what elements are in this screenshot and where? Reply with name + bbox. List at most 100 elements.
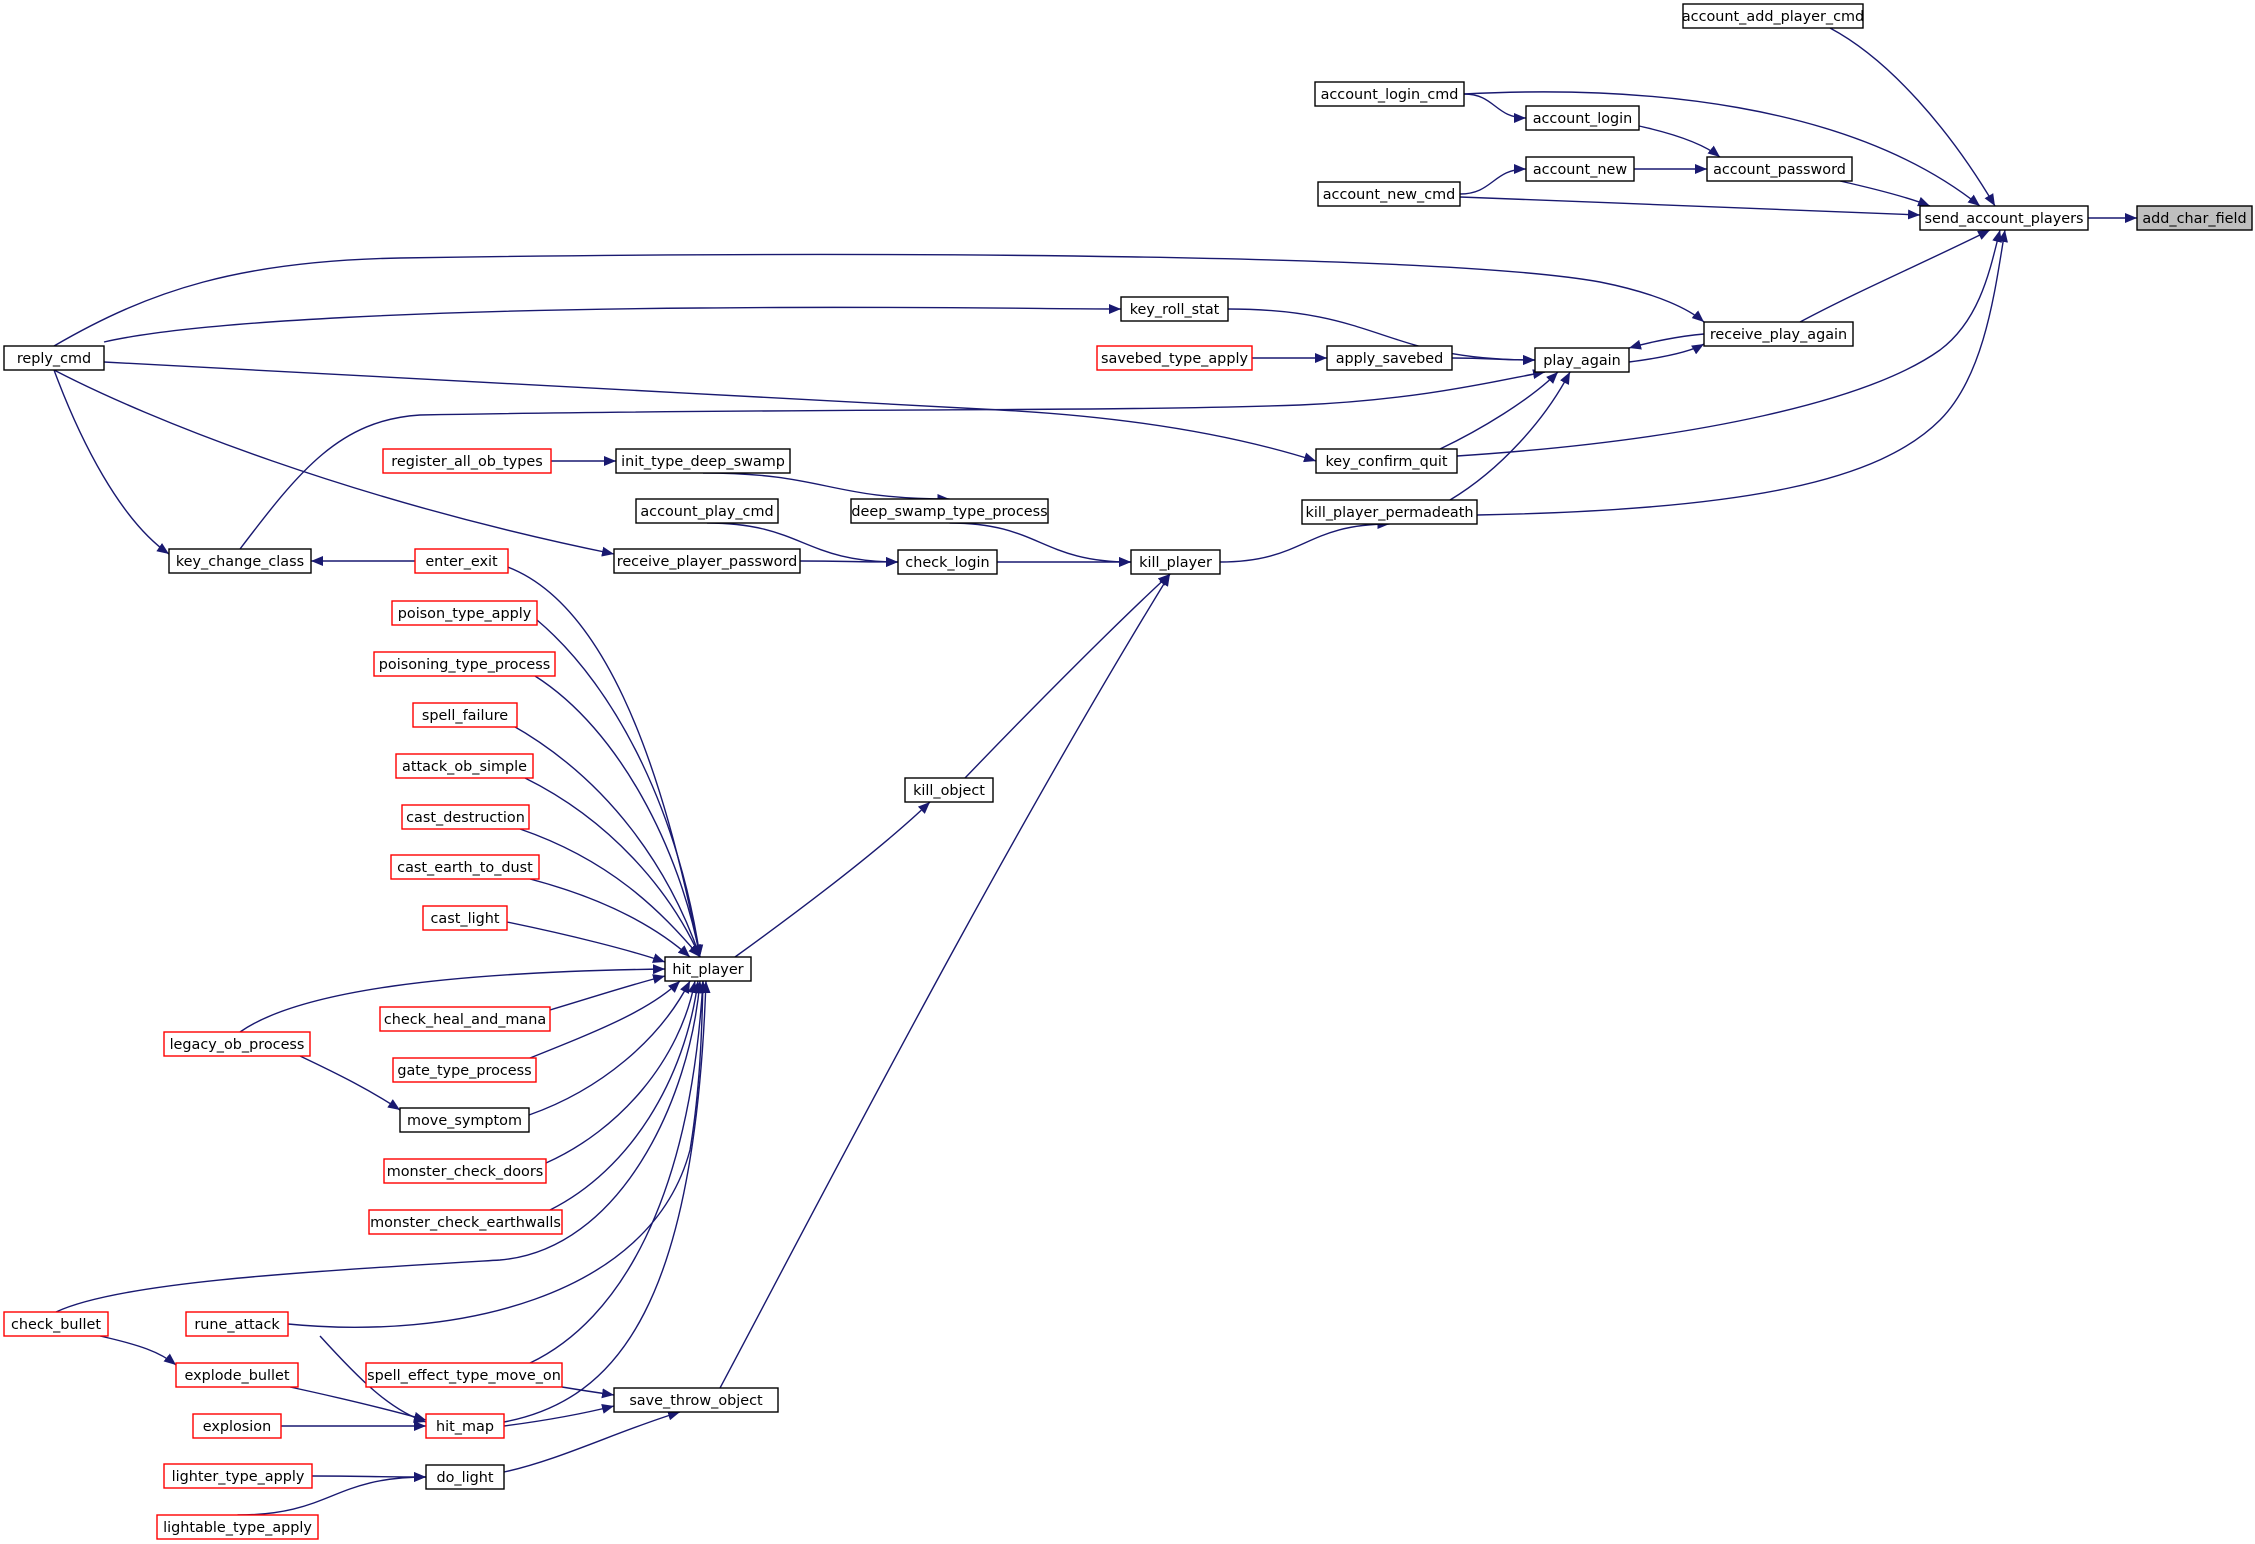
node-enter_exit[interactable]: enter_exit: [414, 548, 509, 574]
node-account_play_cmd[interactable]: account_play_cmd: [635, 498, 779, 524]
node-lighter_type_apply[interactable]: lighter_type_apply: [163, 1463, 313, 1489]
node-add_char_field[interactable]: add_char_field: [2136, 205, 2253, 231]
node-poison_type_apply[interactable]: poison_type_apply: [391, 600, 538, 626]
node-box-hit_map[interactable]: [425, 1413, 505, 1439]
node-box-account_login[interactable]: [1525, 105, 1640, 131]
node-play_again[interactable]: play_again: [1534, 347, 1630, 373]
node-box-savebed_type_apply[interactable]: [1096, 345, 1253, 371]
node-receive_play_again[interactable]: receive_play_again: [1703, 321, 1854, 347]
node-box-cast_earth_to_dust[interactable]: [390, 854, 540, 880]
node-box-cast_light[interactable]: [422, 905, 508, 931]
node-box-account_login_cmd[interactable]: [1314, 81, 1465, 107]
node-box-check_heal_and_mana[interactable]: [379, 1006, 551, 1032]
node-move_symptom[interactable]: move_symptom: [399, 1107, 530, 1133]
node-box-poison_type_apply[interactable]: [391, 600, 538, 626]
node-explosion[interactable]: explosion: [192, 1413, 282, 1439]
node-box-play_again[interactable]: [1534, 347, 1630, 373]
node-kill_player[interactable]: kill_player: [1130, 549, 1221, 575]
node-box-account_new[interactable]: [1525, 156, 1635, 182]
node-reply_cmd[interactable]: reply_cmd: [3, 345, 105, 371]
node-register_all_ob_types[interactable]: register_all_ob_types: [382, 448, 552, 474]
node-key_roll_stat[interactable]: key_roll_stat: [1120, 296, 1229, 322]
node-box-init_type_deep_swamp[interactable]: [615, 448, 791, 474]
node-box-kill_player_permadeath[interactable]: [1301, 499, 1478, 525]
node-box-deep_swamp_type_process[interactable]: [850, 498, 1049, 524]
node-box-spell_failure[interactable]: [412, 702, 518, 728]
node-box-key_roll_stat[interactable]: [1120, 296, 1229, 322]
node-poisoning_type_process[interactable]: poisoning_type_process: [373, 651, 556, 677]
node-box-do_light[interactable]: [425, 1464, 505, 1490]
node-box-receive_player_password[interactable]: [613, 548, 801, 574]
node-box-check_login[interactable]: [897, 549, 998, 575]
node-box-monster_check_doors[interactable]: [383, 1158, 547, 1184]
node-account_password[interactable]: account_password: [1706, 156, 1853, 182]
node-cast_earth_to_dust[interactable]: cast_earth_to_dust: [390, 854, 540, 880]
node-box-account_password[interactable]: [1706, 156, 1853, 182]
node-box-monster_check_earthwalls[interactable]: [368, 1209, 563, 1235]
node-box-lighter_type_apply[interactable]: [163, 1463, 313, 1489]
node-box-add_char_field[interactable]: [2136, 205, 2253, 231]
node-box-gate_type_process[interactable]: [392, 1057, 537, 1083]
node-box-check_bullet[interactable]: [3, 1311, 109, 1337]
node-savebed_type_apply[interactable]: savebed_type_apply: [1096, 345, 1253, 371]
node-box-hit_player[interactable]: [664, 956, 752, 982]
node-box-account_play_cmd[interactable]: [635, 498, 779, 524]
node-monster_check_earthwalls[interactable]: monster_check_earthwalls: [368, 1209, 563, 1235]
node-check_bullet[interactable]: check_bullet: [3, 1311, 109, 1337]
node-explode_bullet[interactable]: explode_bullet: [175, 1362, 299, 1388]
node-box-kill_object[interactable]: [904, 777, 994, 803]
node-attack_ob_simple[interactable]: attack_ob_simple: [395, 753, 534, 779]
node-check_login[interactable]: check_login: [897, 549, 998, 575]
node-account_new[interactable]: account_new: [1525, 156, 1635, 182]
node-box-receive_play_again[interactable]: [1703, 321, 1854, 347]
node-deep_swamp_type_process[interactable]: deep_swamp_type_process: [850, 498, 1049, 524]
node-spell_failure[interactable]: spell_failure: [412, 702, 518, 728]
node-key_change_class[interactable]: key_change_class: [168, 548, 312, 574]
node-key_confirm_quit[interactable]: key_confirm_quit: [1315, 448, 1458, 474]
node-receive_player_password[interactable]: receive_player_password: [613, 548, 801, 574]
node-box-kill_player[interactable]: [1130, 549, 1221, 575]
node-box-send_account_players[interactable]: [1919, 205, 2089, 231]
node-box-cast_destruction[interactable]: [401, 804, 530, 830]
node-box-spell_effect_type_move_on[interactable]: [365, 1362, 563, 1388]
node-gate_type_process[interactable]: gate_type_process: [392, 1057, 537, 1083]
node-monster_check_doors[interactable]: monster_check_doors: [383, 1158, 547, 1184]
node-box-poisoning_type_process[interactable]: [373, 651, 556, 677]
node-box-account_add_player_cmd[interactable]: [1682, 3, 1864, 29]
node-account_login_cmd[interactable]: account_login_cmd: [1314, 81, 1465, 107]
node-do_light[interactable]: do_light: [425, 1464, 505, 1490]
node-box-reply_cmd[interactable]: [3, 345, 105, 371]
node-box-key_confirm_quit[interactable]: [1315, 448, 1458, 474]
node-spell_effect_type_move_on[interactable]: spell_effect_type_move_on: [365, 1362, 563, 1388]
node-hit_player[interactable]: hit_player: [664, 956, 752, 982]
node-box-explode_bullet[interactable]: [175, 1362, 299, 1388]
node-box-apply_savebed[interactable]: [1326, 345, 1453, 371]
node-box-rune_attack[interactable]: [185, 1311, 289, 1337]
node-check_heal_and_mana[interactable]: check_heal_and_mana: [379, 1006, 551, 1032]
node-hit_map[interactable]: hit_map: [425, 1413, 505, 1439]
node-kill_object[interactable]: kill_object: [904, 777, 994, 803]
node-box-attack_ob_simple[interactable]: [395, 753, 534, 779]
node-init_type_deep_swamp[interactable]: init_type_deep_swamp: [615, 448, 791, 474]
node-box-explosion[interactable]: [192, 1413, 282, 1439]
node-account_add_player_cmd[interactable]: account_add_player_cmd: [1682, 3, 1864, 29]
node-box-save_throw_object[interactable]: [613, 1387, 779, 1413]
node-apply_savebed[interactable]: apply_savebed: [1326, 345, 1453, 371]
node-account_login[interactable]: account_login: [1525, 105, 1640, 131]
node-send_account_players[interactable]: send_account_players: [1919, 205, 2089, 231]
node-legacy_ob_process[interactable]: legacy_ob_process: [163, 1031, 311, 1057]
node-box-move_symptom[interactable]: [399, 1107, 530, 1133]
node-box-register_all_ob_types[interactable]: [382, 448, 552, 474]
node-save_throw_object[interactable]: save_throw_object: [613, 1387, 779, 1413]
node-cast_destruction[interactable]: cast_destruction: [401, 804, 530, 830]
node-lightable_type_apply[interactable]: lightable_type_apply: [156, 1514, 319, 1540]
node-box-account_new_cmd[interactable]: [1317, 181, 1461, 207]
node-account_new_cmd[interactable]: account_new_cmd: [1317, 181, 1461, 207]
node-kill_player_permadeath[interactable]: kill_player_permadeath: [1301, 499, 1478, 525]
node-rune_attack[interactable]: rune_attack: [185, 1311, 289, 1337]
node-box-lightable_type_apply[interactable]: [156, 1514, 319, 1540]
node-box-legacy_ob_process[interactable]: [163, 1031, 311, 1057]
node-box-key_change_class[interactable]: [168, 548, 312, 574]
node-cast_light[interactable]: cast_light: [422, 905, 508, 931]
node-box-enter_exit[interactable]: [414, 548, 509, 574]
